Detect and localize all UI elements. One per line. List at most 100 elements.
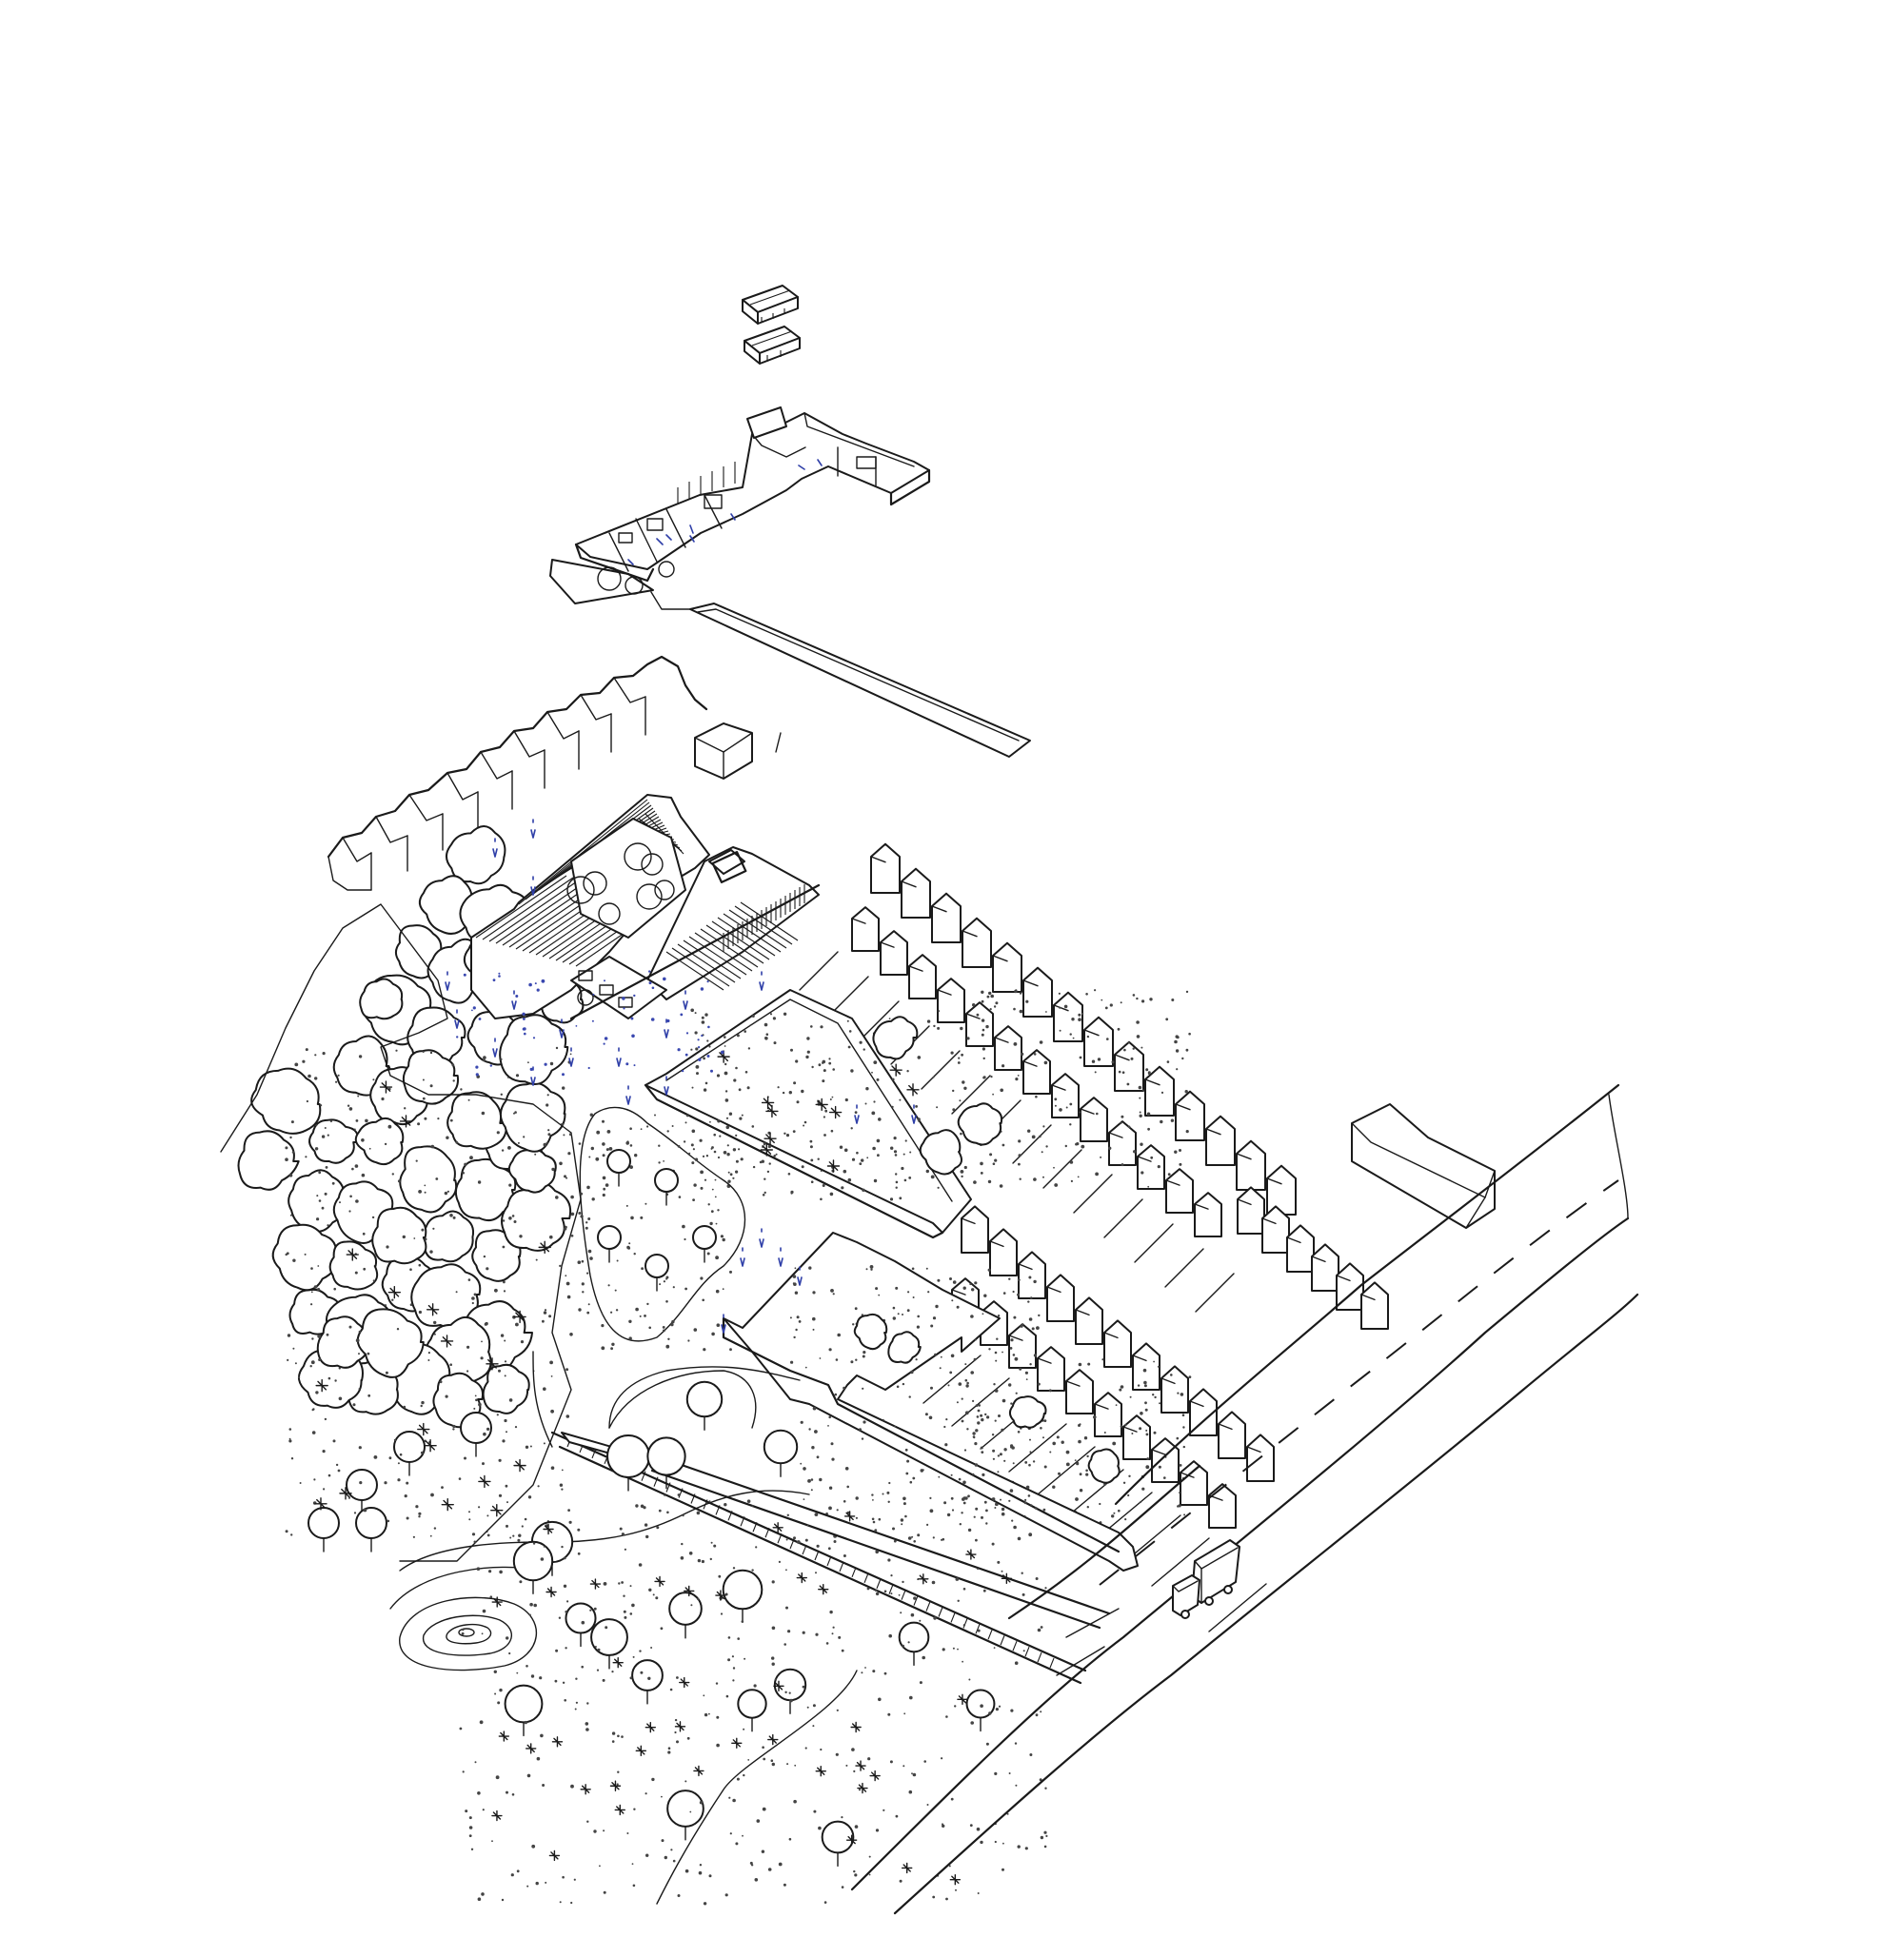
tree-canopy (1008, 1395, 1047, 1429)
terraced-house (1103, 1319, 1132, 1368)
terraced-house (901, 867, 931, 919)
terraced-house (1037, 1346, 1065, 1392)
tree-canopy (399, 1145, 458, 1214)
tree (565, 1602, 597, 1634)
terraced-house (1018, 1251, 1046, 1299)
tree-canopy (887, 1331, 922, 1364)
terraced-house (908, 954, 937, 999)
tree (692, 1225, 717, 1250)
terraced-house (1194, 1192, 1222, 1237)
tree (645, 1254, 669, 1278)
tree-canopy (359, 978, 404, 1020)
tree (965, 1689, 996, 1719)
terraced-house (1311, 1243, 1339, 1292)
terraced-house (1286, 1224, 1315, 1273)
courtyard-building (470, 794, 821, 1020)
tree (460, 1412, 492, 1444)
terraced-house (937, 978, 965, 1023)
tree-canopy (482, 1363, 530, 1414)
tree-canopy (872, 1016, 919, 1060)
terraced-house (931, 892, 962, 943)
terraced-house (1122, 1414, 1151, 1460)
tree-canopy (420, 1210, 475, 1263)
terraced-house (1237, 1186, 1265, 1235)
tree (668, 1592, 703, 1626)
terraced-house (1053, 991, 1083, 1042)
terraced-house (851, 906, 880, 952)
tree-canopy (237, 1130, 300, 1191)
terraced-house (1046, 1274, 1075, 1322)
terraced-house (1051, 1073, 1080, 1118)
tree (654, 1168, 679, 1193)
terraced-house (1132, 1342, 1160, 1391)
tree (307, 1507, 340, 1539)
terraced-house (994, 1025, 1022, 1071)
roof-module-top (742, 285, 799, 325)
terraced-house (880, 930, 908, 976)
walled-garden (644, 989, 1003, 1239)
allotment-garden (722, 1232, 1139, 1572)
terraced-house (870, 842, 901, 894)
terraced-house (1218, 1411, 1246, 1459)
terraced-houses (799, 842, 1496, 1632)
tree (821, 1820, 855, 1854)
road (850, 1083, 1639, 1915)
terraced-house (1151, 1437, 1180, 1483)
terraced-house (1137, 1144, 1165, 1190)
terraced-house (961, 1205, 989, 1254)
tree-canopy (316, 1315, 369, 1369)
tree (666, 1790, 704, 1828)
truck (1172, 1539, 1240, 1619)
terraced-house (1083, 1016, 1114, 1067)
terraced-house (962, 917, 992, 968)
pond (399, 1596, 538, 1671)
terraced-house (989, 1228, 1018, 1276)
terraced-house (1065, 1369, 1094, 1414)
tree-canopy (250, 1067, 322, 1135)
tree (590, 1618, 628, 1656)
tree-canopy (501, 1181, 572, 1252)
tree (685, 1380, 724, 1418)
terraced-house (1008, 1323, 1037, 1369)
tree-canopy (328, 1240, 379, 1291)
terraced-house (1236, 1139, 1266, 1191)
tree (722, 1569, 764, 1611)
terraced-house (1160, 1365, 1189, 1414)
tree-canopy (288, 1169, 346, 1233)
tree (606, 1434, 650, 1478)
tree-canopy (446, 1091, 507, 1150)
terraced-house (1075, 1296, 1103, 1345)
terraced-house (1205, 1115, 1236, 1166)
terraced-house (1165, 1168, 1194, 1214)
terraced-house (1108, 1120, 1137, 1166)
tree (646, 1436, 686, 1476)
terraced-house (1180, 1460, 1208, 1506)
terraced-house (992, 941, 1022, 993)
tree-canopy (371, 1206, 427, 1265)
tree-canopy (308, 1118, 359, 1164)
tree (512, 1540, 554, 1582)
tree (606, 1149, 631, 1174)
terraced-house (965, 1001, 994, 1047)
terraced-house (1360, 1281, 1389, 1330)
tree-canopy (507, 1148, 557, 1194)
terraced-house (1189, 1388, 1218, 1436)
terraced-house (1114, 1040, 1144, 1092)
tree-canopy (271, 1223, 342, 1292)
tree-canopy (919, 1129, 963, 1176)
tree-canopy (853, 1313, 888, 1351)
tree-canopy (957, 1102, 1003, 1146)
terraced-house (1266, 1164, 1297, 1216)
houses-north-row (327, 655, 782, 891)
terraced-house (1175, 1090, 1205, 1141)
woodland-edge (220, 903, 582, 1562)
tree-canopy (499, 1014, 569, 1085)
tree-canopy (1087, 1448, 1121, 1484)
tree (631, 1659, 664, 1691)
terraced-house (1208, 1483, 1237, 1529)
tree (763, 1429, 799, 1465)
tree (355, 1507, 387, 1539)
tree (898, 1621, 930, 1653)
